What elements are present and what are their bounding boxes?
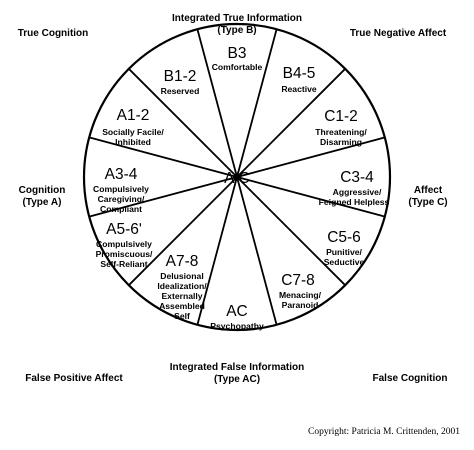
segment-a7-8-code: A7-8 (166, 253, 199, 270)
segment-a1-2-code: A1-2 (117, 107, 150, 124)
wheel-spokes (88, 28, 386, 326)
label-top-line2: (Type B) (217, 25, 256, 36)
segment-a5-6-desc-3: Self-Reliant (100, 259, 147, 269)
wheel-spoke (88, 136, 238, 178)
label-right-line1: Affect (414, 185, 443, 196)
label-bottom-line2: (Type AC) (214, 374, 260, 385)
segment-c7-8-desc-2: Paranoid (282, 300, 319, 310)
segment-b3-desc: Comfortable (212, 62, 263, 72)
segment-b1-2-code: B1-2 (164, 68, 197, 85)
segment-c3-4: C3-4 Aggressive/ Feigned Helpless (319, 169, 390, 207)
label-left-line2: (Type A) (23, 197, 62, 208)
segment-a1-2: A1-2 Socially Facile/ Inhibited (102, 107, 164, 147)
label-right: Affect (Type C) (408, 185, 447, 208)
segment-a1-2-desc-1: Socially Facile/ (102, 127, 164, 137)
copyright-notice: Copyright: Patricia M. Crittenden, 2001 (308, 427, 460, 437)
segment-c1-2-desc-2: Disarming (320, 137, 362, 147)
segment-a5-6: A5-6ʹ Compulsively Promiscuous/ Self-Rel… (96, 221, 153, 269)
label-left: Cognition (Type A) (19, 185, 66, 208)
segment-a7-8: A7-8 Delusional Idealization/ Externally… (157, 253, 207, 321)
segment-b1-2-desc: Reserved (161, 86, 200, 96)
wheel-spoke (128, 176, 238, 286)
segment-c1-2-code: C1-2 (324, 108, 358, 125)
segment-b4-5: B4-5 Reactive (281, 65, 317, 94)
segment-a5-6-desc-1: Compulsively (96, 239, 152, 249)
segment-b3-code: B3 (228, 45, 247, 62)
label-bottom: Integrated False Information (Type AC) (170, 362, 304, 385)
segment-b4-5-desc: Reactive (281, 84, 317, 94)
segment-a7-8-desc-5: Self (174, 311, 190, 321)
segment-ac-desc: Psychopathy (210, 321, 264, 331)
label-top: Integrated True Information (Type B) (172, 13, 302, 36)
center-label: A/C (224, 170, 250, 187)
label-top-right: True Negative Affect (350, 28, 447, 39)
wheel-spoke (196, 28, 238, 178)
label-top-line1: Integrated True Information (172, 13, 302, 24)
segment-c1-2: C1-2 Threatening/ Disarming (315, 108, 367, 147)
wheel-spoke (236, 176, 278, 326)
segment-c5-6: C5-6 Punitive/ Seductive (324, 229, 365, 267)
segment-c1-2-desc-1: Threatening/ (315, 127, 367, 137)
segment-c3-4-desc-1: Aggressive/ (333, 187, 382, 197)
wheel-spoke (236, 28, 278, 178)
segment-b4-5-code: B4-5 (283, 65, 316, 82)
segment-b3: B3 Comfortable (212, 45, 263, 72)
label-bottom-right: False Cognition (373, 373, 448, 384)
wheel-spoke (236, 68, 346, 178)
segment-c5-6-desc-2: Seductive (324, 257, 365, 267)
segment-a7-8-desc-2: Idealization/ (157, 281, 207, 291)
segment-c5-6-desc-1: Punitive/ (326, 247, 362, 257)
wheel (82, 22, 392, 332)
wheel-spoke (236, 176, 386, 218)
label-bottom-left: False Positive Affect (25, 373, 123, 384)
wheel-spoke (88, 176, 238, 218)
segment-a1-2-desc-2: Inhibited (115, 137, 151, 147)
segment-ac: AC Psychopathy (210, 303, 264, 331)
segment-c5-6-code: C5-6 (327, 229, 361, 246)
segment-b1-2: B1-2 Reserved (161, 68, 200, 96)
segment-a7-8-desc-1: Delusional (160, 271, 203, 281)
segment-c3-4-desc-2: Feigned Helpless (319, 197, 390, 207)
segment-c7-8: C7-8 Menacing/ Paranoid (279, 272, 322, 310)
segment-a3-4-desc-3: Compliant (100, 204, 142, 214)
segment-c7-8-code: C7-8 (281, 272, 315, 289)
label-bottom-line1: Integrated False Information (170, 362, 304, 373)
label-left-line1: Cognition (19, 185, 66, 196)
label-right-line2: (Type C) (408, 197, 447, 208)
wheel-spoke (236, 136, 386, 178)
segment-c7-8-desc-1: Menacing/ (279, 290, 322, 300)
wheel-spoke (236, 176, 346, 286)
segment-a3-4-code: A3-4 (105, 166, 138, 183)
segment-a3-4-desc-2: Caregiving/ (98, 194, 145, 204)
segment-a7-8-desc-3: Externally (161, 291, 202, 301)
wheel-spoke (128, 68, 238, 178)
label-top-left: True Cognition (18, 28, 89, 39)
segment-a5-6-code: A5-6ʹ (106, 221, 142, 238)
segment-a7-8-desc-4: Assembled (159, 301, 205, 311)
segment-c3-4-code: C3-4 (340, 169, 374, 186)
segment-a5-6-desc-2: Promiscuous/ (96, 249, 153, 259)
wheel-spoke (196, 176, 238, 326)
segment-a3-4-desc-1: Compulsively (93, 184, 149, 194)
segment-a3-4: A3-4 Compulsively Caregiving/ Compliant (93, 166, 149, 214)
segment-ac-code: AC (226, 303, 248, 320)
